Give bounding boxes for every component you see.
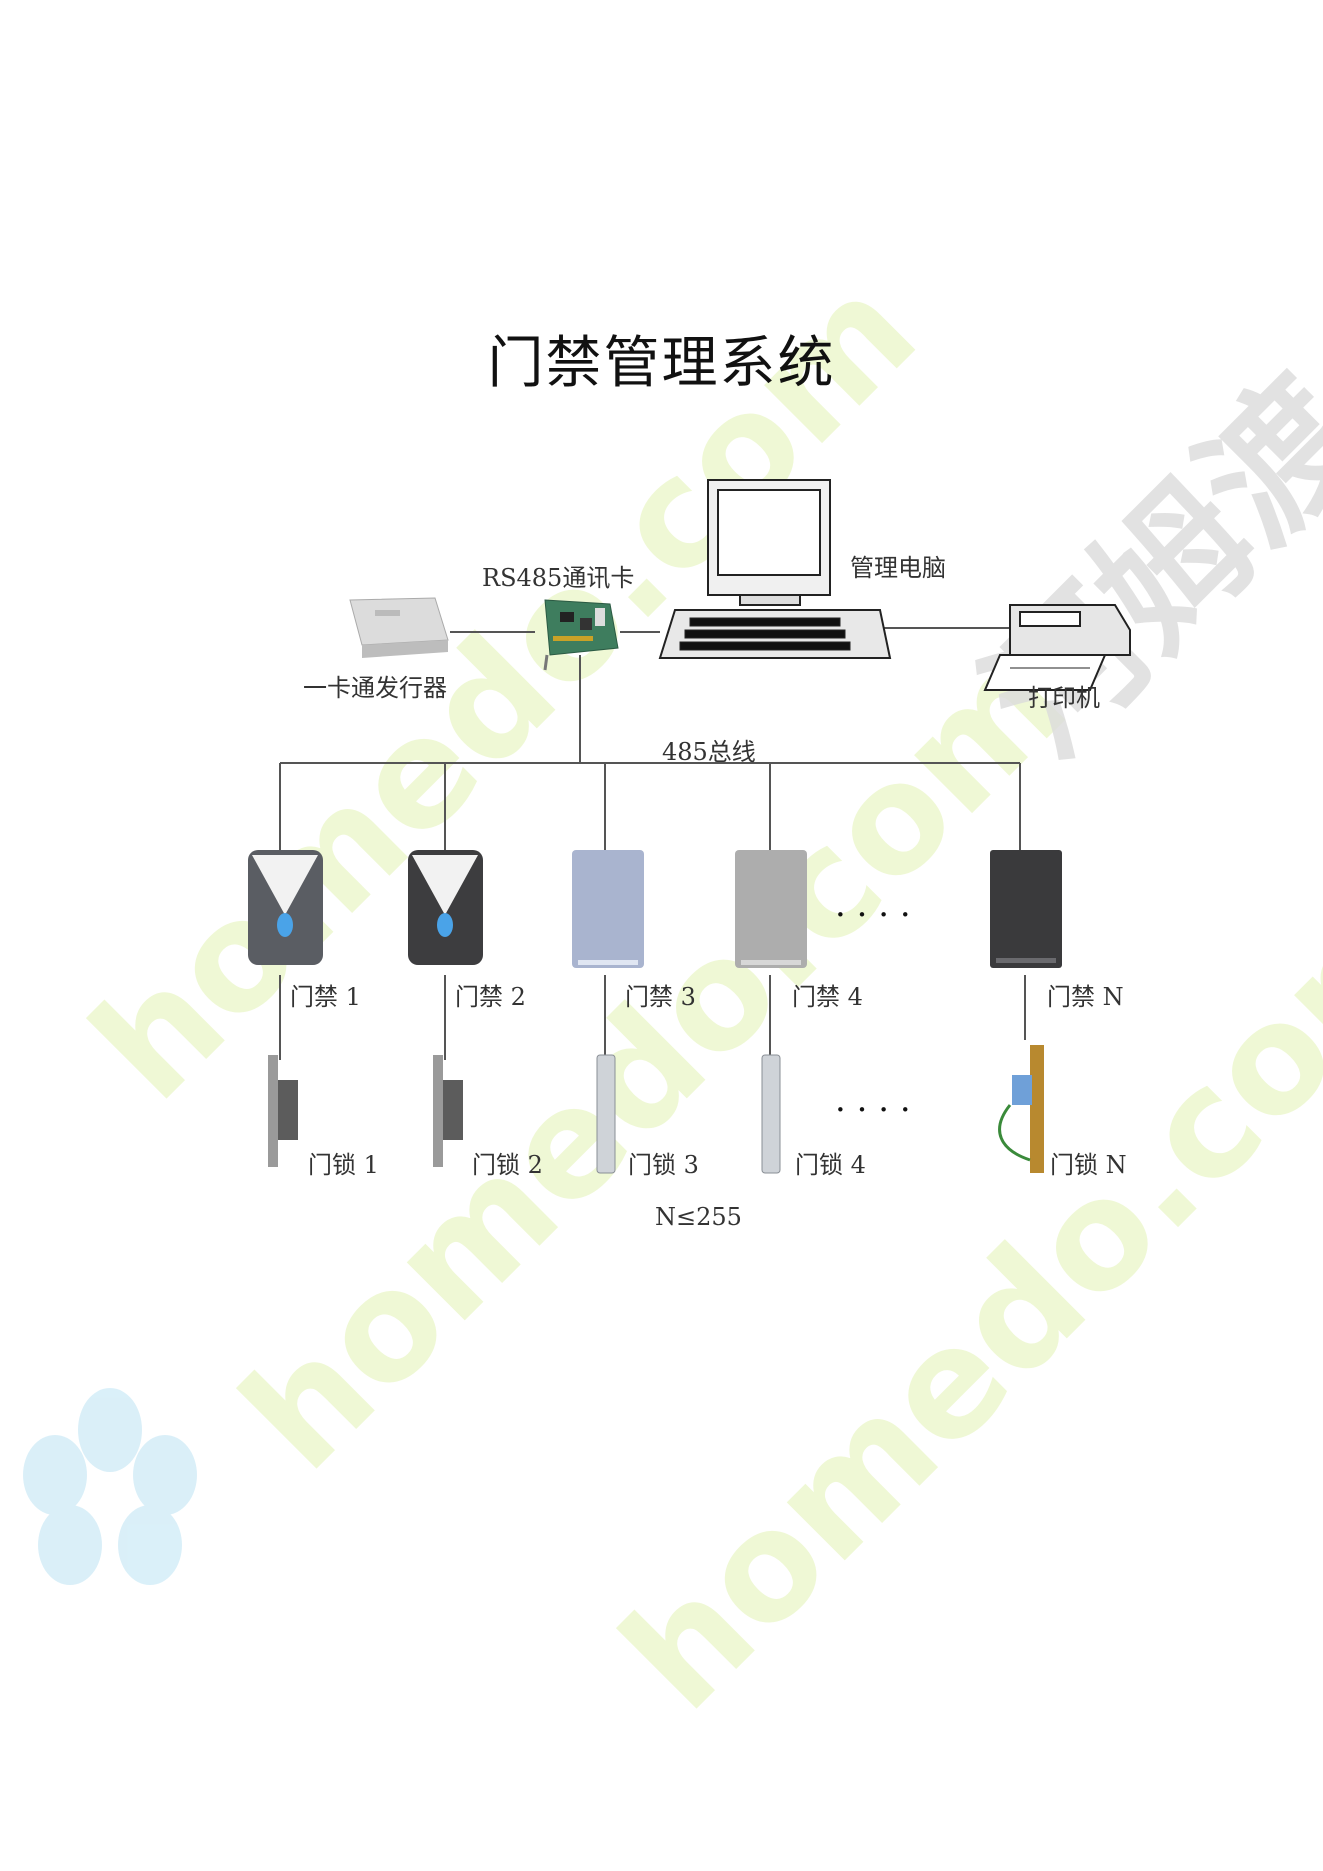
access-controller-1-icon (248, 850, 323, 965)
door-lock-1-label: 门锁 1 (308, 1151, 379, 1179)
locks-ellipsis: · · · · (835, 1090, 911, 1130)
access-controller-2-icon (408, 850, 483, 965)
door-lock-4-label: 门锁 4 (795, 1151, 866, 1179)
door-lock-n-icon (998, 1045, 1044, 1173)
access-controller-n-label: 门禁 N (1047, 983, 1124, 1011)
connection-lines (279, 627, 1026, 1060)
access-controller-4-icon (735, 850, 807, 968)
door-lock-3-label: 门锁 3 (628, 1151, 699, 1179)
access-controller-2-label: 门禁 2 (455, 983, 526, 1011)
card-issuer-icon (349, 597, 449, 658)
door-lock-1-icon (268, 1055, 298, 1167)
door-lock-n-label: 门锁 N (1050, 1151, 1127, 1179)
access-controller-1-label: 门禁 1 (290, 983, 361, 1011)
management-pc-icon (658, 479, 892, 659)
printer-label: 打印机 (1028, 684, 1100, 712)
printer-icon (983, 604, 1131, 691)
card-issuer-label: 一卡通发行器 (303, 674, 447, 702)
rs485-card-label: RS485通讯卡 (482, 564, 635, 592)
management-pc-label: 管理电脑 (850, 554, 946, 582)
access-controller-3-icon (572, 850, 644, 968)
door-lock-4-icon (761, 1054, 781, 1174)
door-lock-3-icon (596, 1054, 616, 1174)
max-devices-note: N≤255 (655, 1203, 742, 1231)
rs485-card-icon (543, 599, 619, 671)
page-title: 门禁管理系统 (487, 331, 836, 396)
access-controller-3-label: 门禁 3 (625, 983, 696, 1011)
access-controller-n-icon (990, 850, 1062, 968)
door-lock-2-label: 门锁 2 (472, 1151, 543, 1179)
bus-label: 485总线 (662, 738, 756, 766)
controllers-ellipsis: · · · · (835, 895, 911, 935)
access-controller-4-label: 门禁 4 (792, 983, 863, 1011)
door-lock-2-icon (433, 1055, 463, 1167)
